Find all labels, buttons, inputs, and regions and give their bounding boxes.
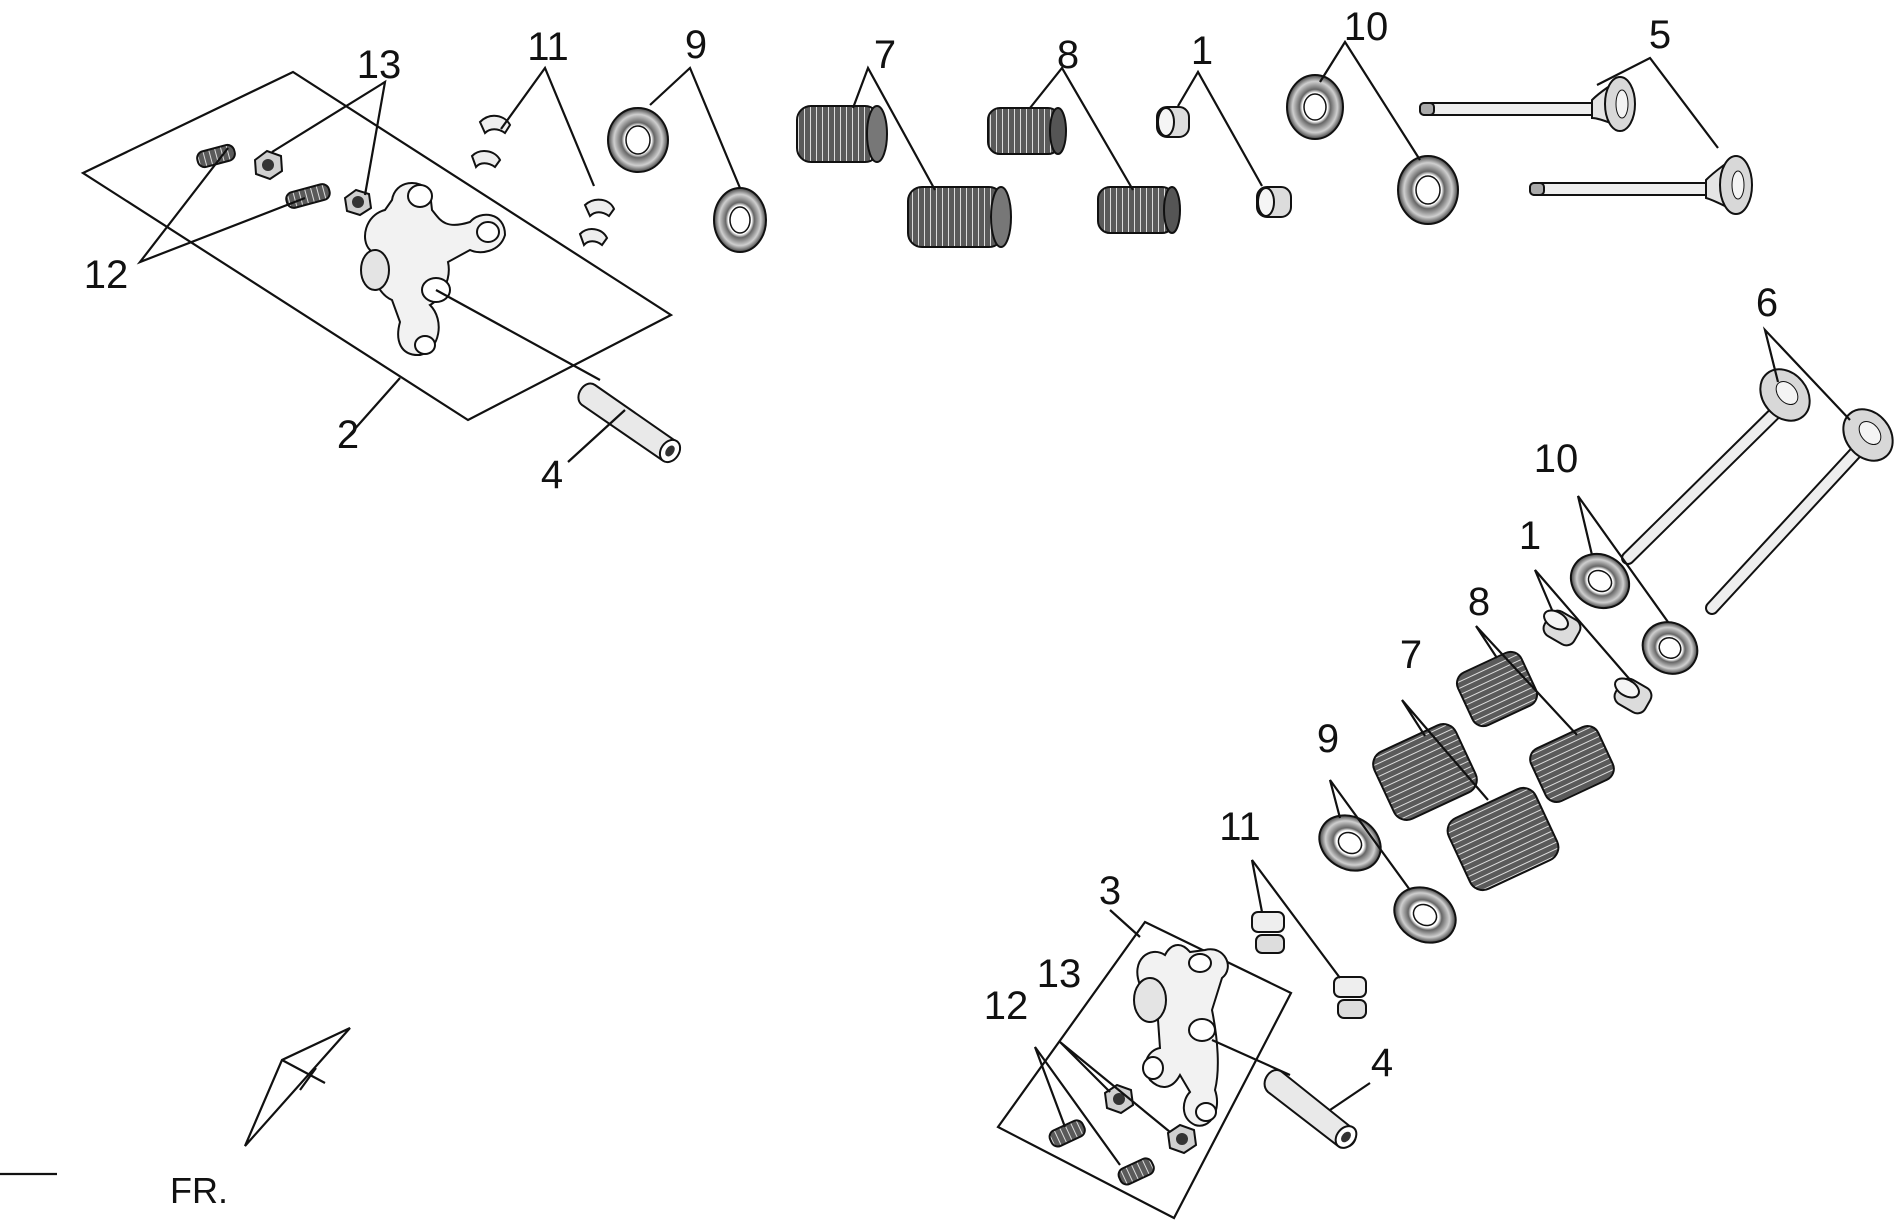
callout-1-lower: 1	[1519, 514, 1541, 558]
rocker-shaft-upper	[577, 382, 682, 464]
valve-stem-seal-upper-1	[1156, 106, 1190, 138]
spring-seat-lower-1	[1569, 552, 1631, 610]
valve-cotter-upper-1	[470, 114, 512, 170]
callout-10-lower: 10	[1534, 437, 1579, 481]
exhaust-valve-1	[1621, 368, 1811, 565]
callout-2: 2	[337, 413, 359, 457]
callout-11-lower: 11	[1219, 805, 1261, 849]
callout-8-upper: 8	[1057, 33, 1079, 77]
adjuster-screw-lower-2	[1117, 1157, 1155, 1186]
callout-12-lower: 12	[984, 984, 1029, 1028]
front-arrow-icon	[243, 1027, 351, 1147]
callout-10-upper: 10	[1344, 5, 1389, 49]
callout-labels: 1 1 2 3 4 4 5 6 7 7 8 8 9 9 10 10 11 11 …	[84, 5, 1778, 1085]
callout-1-upper: 1	[1191, 29, 1213, 73]
spring-retainer-upper-2	[713, 187, 767, 253]
rocker-shaft-lower	[1263, 1069, 1358, 1149]
callout-12-upper: 12	[84, 253, 129, 297]
lock-nut-upper-2	[343, 188, 373, 217]
callout-5: 5	[1649, 13, 1671, 57]
spring-retainer-lower-2	[1393, 886, 1457, 944]
callout-4-upper: 4	[541, 453, 563, 497]
spring-retainer-lower-1	[1318, 814, 1382, 872]
callout-3: 3	[1099, 869, 1121, 913]
lower-rocker-assembly	[996, 920, 1358, 1220]
spring-retainer-upper-1	[607, 107, 669, 173]
inner-valve-spring-lower-2	[1529, 725, 1615, 803]
lower-valve-train	[1251, 368, 1894, 1019]
valve-cotter-lower-2	[1333, 976, 1367, 1019]
callout-13-lower: 13	[1037, 952, 1082, 996]
callout-11-upper: 11	[527, 25, 569, 69]
callout-7-lower: 7	[1400, 633, 1422, 677]
outer-valve-spring-lower-2	[1446, 786, 1560, 892]
lock-nut-upper-1	[253, 149, 284, 181]
intake-valve-1	[1419, 76, 1636, 132]
callout-7-upper: 7	[874, 33, 896, 77]
inner-valve-spring-upper-1	[987, 107, 1067, 155]
exhaust-valve-2	[1705, 408, 1894, 615]
front-label: FR.	[170, 1170, 228, 1211]
rocker-arm-lower	[1133, 944, 1229, 1127]
outer-valve-spring-upper-1	[796, 105, 888, 163]
lock-nut-lower-1	[1103, 1083, 1135, 1115]
front-direction-marker: FR.	[0, 1027, 351, 1211]
inner-valve-spring-upper-2	[1097, 186, 1181, 234]
valve-stem-seal-lower-1	[1542, 609, 1582, 647]
spring-seat-lower-2	[1641, 621, 1699, 675]
callout-13-upper: 13	[357, 43, 402, 87]
valve-stem-seal-lower-2	[1613, 677, 1653, 715]
valve-cotter-lower-1	[1251, 911, 1285, 954]
valve-stem-seal-upper-2	[1256, 186, 1292, 218]
inner-valve-spring-lower-1	[1455, 650, 1539, 728]
upper-valve-train	[470, 74, 1753, 253]
callout-9-lower: 9	[1317, 717, 1339, 761]
callout-6: 6	[1756, 281, 1778, 325]
valve-cotter-upper-2	[578, 198, 616, 248]
outer-valve-spring-upper-2	[907, 186, 1012, 248]
callout-4-lower: 4	[1371, 1041, 1393, 1085]
intake-valve-2	[1529, 155, 1753, 215]
spring-seat-upper-2	[1397, 155, 1459, 225]
spring-seat-upper-1	[1286, 74, 1344, 140]
outer-valve-spring-lower-1	[1372, 723, 1478, 821]
upper-rocker-assembly	[80, 70, 682, 464]
callout-8-lower: 8	[1468, 580, 1490, 624]
leader-lines	[136, 39, 1851, 1166]
callout-9-upper: 9	[685, 23, 707, 67]
lock-nut-lower-2	[1166, 1123, 1198, 1155]
